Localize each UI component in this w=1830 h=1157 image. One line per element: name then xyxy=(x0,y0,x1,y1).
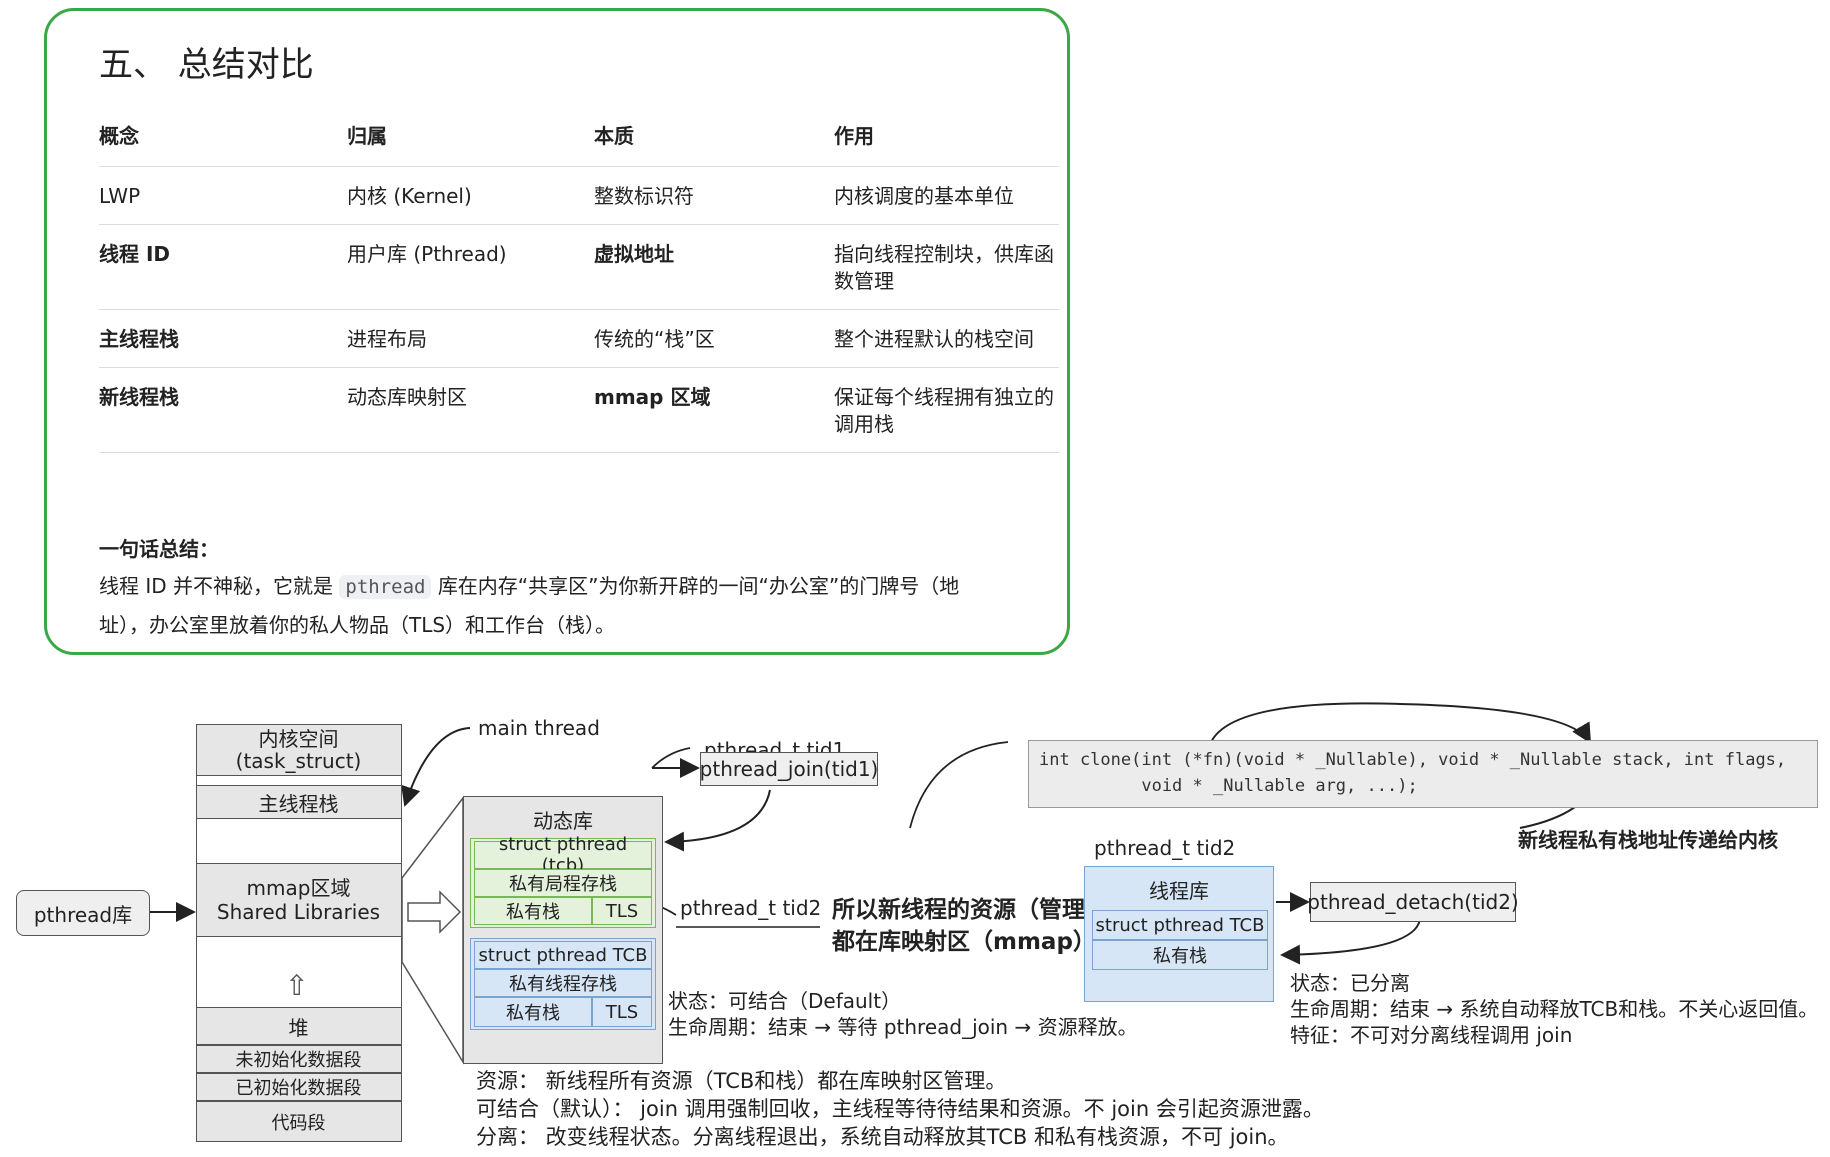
cell-concept: 主线程栈 xyxy=(99,309,347,368)
summary-card: 五、 总结对比 概念 归属 本质 作用 LWP 内核 (Kernel) 整数标识… xyxy=(44,8,1070,655)
mmap-region: mmap区域 Shared Libraries xyxy=(195,863,402,937)
one-line-prefix: 线程 ID 并不神秘，它就是 xyxy=(99,574,334,598)
text-segment: 代码段 xyxy=(195,1101,402,1142)
mmap-label: mmap区域 xyxy=(246,876,351,900)
one-line-suffix: 库在内存“共享区”为你新开辟的一间“办公室”的门牌号（地址），办公室里放着你的私… xyxy=(99,574,960,637)
cell-nature: 传统的“栈”区 xyxy=(594,309,834,368)
header-purpose: 作用 xyxy=(834,107,1059,167)
header-owner: 归属 xyxy=(347,107,594,167)
main-thread-stack: 主线程栈 xyxy=(195,785,402,819)
bottom-note-detach: 分离： 改变线程状态。分离线程退出，系统自动释放其TCB 和私有栈资源，不可 j… xyxy=(476,1125,1289,1149)
threadlib-title: 线程库 xyxy=(1149,879,1209,903)
pthread-detach-box: pthread_detach(tid2) xyxy=(1307,882,1519,922)
cell-nature: mmap 区域 xyxy=(594,367,834,453)
heap-segment: 堆 xyxy=(195,1007,402,1045)
detach-lifecycle: 生命周期：结束 → 系统自动释放TCB和栈。不关心返回值。 xyxy=(1290,997,1819,1021)
tls1: TLS xyxy=(592,897,652,925)
bottom-note-joinable: 可结合（默认）： join 调用强制回收，主线程等待待结果和资源。不 join … xyxy=(476,1097,1324,1121)
heap-grow-arrow-icon: ⇧ xyxy=(285,969,309,1002)
table-row: 主线程栈 进程布局 传统的“栈”区 整个进程默认的栈空间 xyxy=(99,309,1059,368)
cell-nature: 虚拟地址 xyxy=(594,224,834,310)
private-stack2: 私有栈 xyxy=(474,997,592,1027)
joinable-state: 状态：可结合（Default） xyxy=(668,989,902,1013)
section-title: 五、 总结对比 xyxy=(99,45,314,85)
cell-purpose: 指向线程控制块，供库函数管理 xyxy=(834,224,1059,310)
cell-purpose: 保证每个线程拥有独立的调用栈 xyxy=(834,367,1059,453)
header-concept: 概念 xyxy=(99,107,347,167)
dynlib-title: 动态库 xyxy=(533,809,593,833)
detach-feature: 特征：不可对分离线程调用 join xyxy=(1290,1023,1573,1047)
memory-layout: 内核空间 (task_struct) 主线程栈 mmap区域 Shared Li… xyxy=(195,723,402,1142)
detach-state: 状态：已分离 xyxy=(1290,971,1410,995)
private-stack1: 私有栈 xyxy=(474,897,592,925)
tls2: TLS xyxy=(592,997,652,1027)
inline-code: pthread xyxy=(339,575,432,599)
diagram-arrows xyxy=(150,702,1688,1065)
cell-purpose: 内核调度的基本单位 xyxy=(834,166,1059,225)
local-storage1: 私有局程存栈 xyxy=(474,869,652,897)
kernel-label: 内核空间 xyxy=(258,726,339,751)
one-line-summary-title: 一句话总结： xyxy=(99,537,219,561)
table-row: LWP 内核 (Kernel) 整数标识符 内核调度的基本单位 xyxy=(99,166,1059,225)
tcb2: struct pthread TCB xyxy=(474,941,652,969)
cell-concept: LWP xyxy=(99,166,347,225)
clone-signature: int clone(int (*fn)(void * _Nullable), v… xyxy=(1028,740,1818,808)
header-nature: 本质 xyxy=(594,107,834,167)
cell-concept: 新线程栈 xyxy=(99,367,347,453)
task-struct-label: (task_struct) xyxy=(235,748,362,773)
cell-nature: 整数标识符 xyxy=(594,166,834,225)
cell-owner: 内核 (Kernel) xyxy=(347,166,594,225)
data-segment: 已初始化数据段 xyxy=(195,1073,402,1101)
threadlib-stack: 私有栈 xyxy=(1092,940,1268,970)
thread-memory-diagram: pthread库 内核空间 (task_struct) 主线程栈 mmap区域 … xyxy=(0,690,1830,1157)
table-row: 新线程栈 动态库映射区 mmap 区域 保证每个线程拥有独立的调用栈 xyxy=(99,367,1059,453)
joinable-lifecycle: 生命周期：结束 → 等待 pthread_join → 资源释放。 xyxy=(668,1015,1138,1039)
bss-segment: 未初始化数据段 xyxy=(195,1045,402,1073)
one-line-summary-body: 线程 ID 并不神秘，它就是 pthread 库在内存“共享区”为你新开辟的一间… xyxy=(99,567,999,644)
cell-owner: 用户库 (Pthread) xyxy=(347,224,594,310)
local-storage2: 私有线程存栈 xyxy=(474,969,652,997)
center-note-line2: 都在库映射区（mmap） xyxy=(832,929,1096,955)
table-header-row: 概念 归属 本质 作用 xyxy=(99,107,1059,167)
pthread-lib-box: pthread库 xyxy=(16,890,150,936)
pass-stack-label: 新线程私有栈地址传递给内核 xyxy=(1518,828,1778,852)
clone-line2: void * _Nullable arg, ...); xyxy=(1039,776,1418,796)
table-row: 线程 ID 用户库 (Pthread) 虚拟地址 指向线程控制块，供库函数管理 xyxy=(99,224,1059,310)
clone-line1: int clone(int (*fn)(void * _Nullable), v… xyxy=(1039,750,1787,770)
main-thread-label: main thread xyxy=(478,716,600,740)
cell-concept: 线程 ID xyxy=(99,224,347,310)
pthread-join-box: pthread_join(tid1) xyxy=(700,752,878,786)
cell-owner: 进程布局 xyxy=(347,309,594,368)
threadlib-tcb: struct pthread TCB xyxy=(1092,910,1268,940)
tid2-joinable-label: pthread_t tid2 xyxy=(680,896,822,920)
cell-owner: 动态库映射区 xyxy=(347,367,594,453)
tid2-detached-label: pthread_t tid2 xyxy=(1094,836,1236,860)
comparison-table: 概念 归属 本质 作用 LWP 内核 (Kernel) 整数标识符 内核调度的基… xyxy=(99,107,1059,453)
shared-libs-label: Shared Libraries xyxy=(216,900,381,924)
kernel-space: 内核空间 (task_struct) xyxy=(195,723,402,776)
tcb1: struct pthread (tcb) xyxy=(474,834,652,876)
cell-purpose: 整个进程默认的栈空间 xyxy=(834,309,1059,368)
bottom-note-resources: 资源： 新线程所有资源（TCB和栈）都在库映射区管理。 xyxy=(476,1069,1007,1093)
